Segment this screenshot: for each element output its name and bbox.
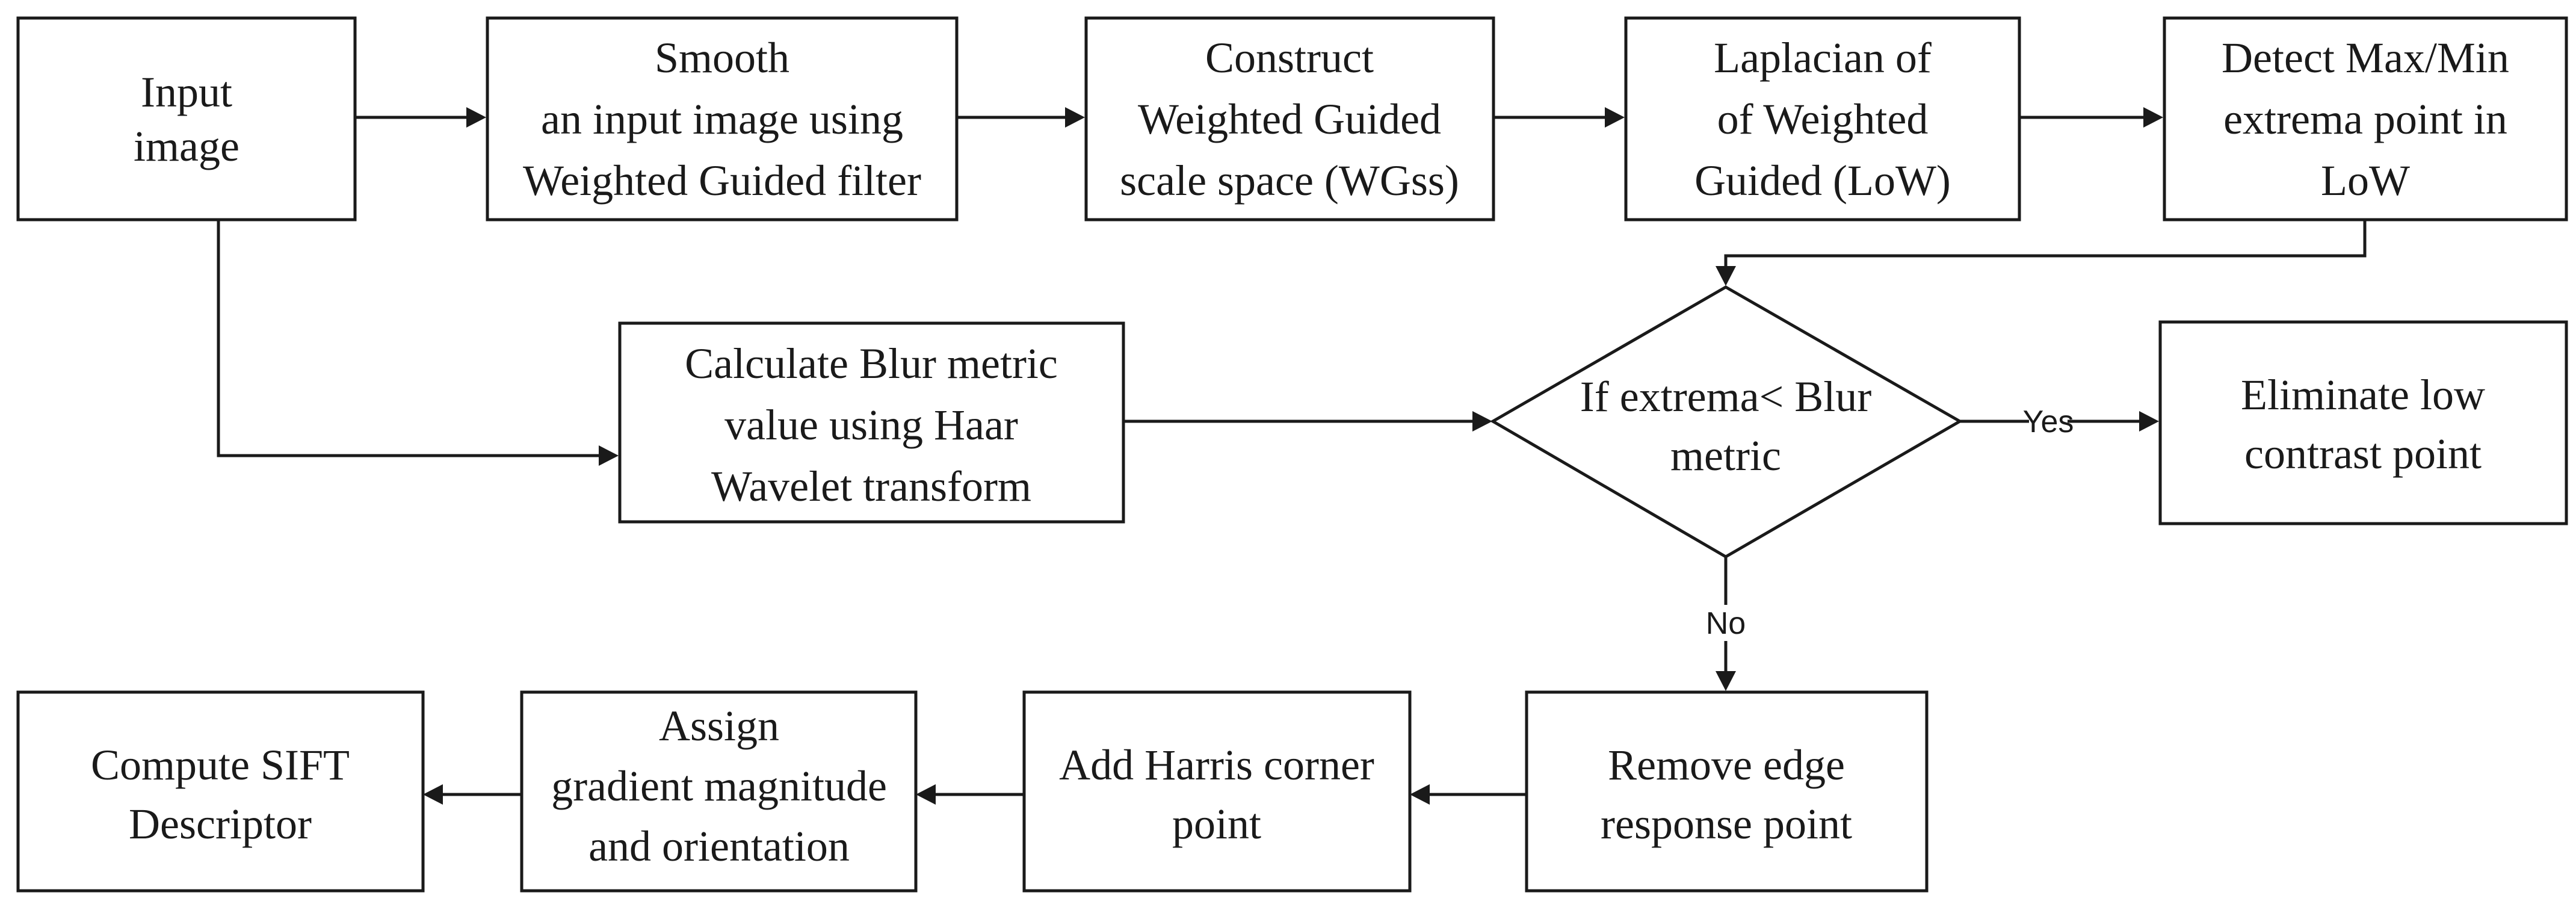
node-smooth-line-3: Weighted Guided filter xyxy=(523,156,921,205)
node-assign-line-1: Assign xyxy=(659,702,779,750)
node-detect-label: Detect Max/Min extrema point in LoW xyxy=(2222,34,2509,205)
node-assign-line-3: and orientation xyxy=(588,822,850,870)
node-harris: Add Harris corner point xyxy=(1022,690,1412,893)
edges xyxy=(217,107,2367,805)
node-remove-label: Remove edge response point xyxy=(1601,741,1852,848)
node-eliminate-line-1: Eliminate low xyxy=(2241,371,2485,419)
node-input-box xyxy=(16,16,357,221)
edge-input-to-blur xyxy=(217,220,601,457)
node-detect-line-2: extrema point in xyxy=(2223,95,2507,143)
node-detect: Detect Max/Min extrema point in LoW xyxy=(2163,16,2568,221)
arrowhead-laplacian-to-detect xyxy=(2143,107,2163,128)
edge-labels: Yes No xyxy=(1706,402,2074,641)
node-construct-line-3: scale space (WGss) xyxy=(1120,156,1459,205)
no-label-bg xyxy=(1708,605,1744,641)
node-input-line-2: image xyxy=(134,122,239,170)
node-smooth-line-2: an input image using xyxy=(541,95,903,143)
node-harris-box xyxy=(1022,690,1412,893)
node-sift-line-2: Descriptor xyxy=(129,800,312,848)
node-remove-box xyxy=(1525,690,1929,893)
node-sift-label: Compute SIFT Descriptor xyxy=(91,741,350,848)
arrowhead-smooth-to-construct xyxy=(1065,107,1085,128)
node-detect-line-3: LoW xyxy=(2321,156,2410,205)
edge-label-yes: Yes xyxy=(2023,404,2074,439)
node-blur-box xyxy=(618,321,1125,524)
node-assign-line-2: gradient magnitude xyxy=(551,762,887,810)
node-decision-line-1: If extrema< Blur xyxy=(1580,373,1871,421)
node-blur-line-2: value using Haar xyxy=(724,401,1018,449)
node-laplacian-box xyxy=(1624,16,2021,221)
node-sift-line-1: Compute SIFT xyxy=(91,741,350,789)
node-assign: Assign gradient magnitude and orientation xyxy=(520,690,918,893)
node-decision-line-2: metric xyxy=(1670,432,1781,480)
node-sift-box xyxy=(16,690,425,893)
node-remove-line-1: Remove edge xyxy=(1608,741,1845,789)
node-assign-box xyxy=(520,690,918,893)
node-laplacian-line-1: Laplacian of xyxy=(1714,34,1932,82)
node-blur-line-1: Calculate Blur metric xyxy=(685,339,1058,388)
node-smooth-box xyxy=(486,16,959,221)
node-remove-line-2: response point xyxy=(1601,800,1852,848)
arrowhead-input-to-smooth xyxy=(466,107,486,128)
node-harris-line-2: point xyxy=(1172,800,1261,848)
arrowhead-construct-to-laplacian xyxy=(1605,107,1625,128)
arrowhead-harris-to-assign xyxy=(916,784,936,805)
node-detect-box xyxy=(2163,16,2568,221)
node-input-label: Input image xyxy=(134,68,239,170)
node-smooth-line-1: Smooth xyxy=(655,34,789,82)
node-remove: Remove edge response point xyxy=(1525,690,1929,893)
node-assign-label: Assign gradient magnitude and orientation xyxy=(551,702,887,870)
node-sift: Compute SIFT Descriptor xyxy=(16,690,425,893)
node-laplacian-line-3: Guided (LoW) xyxy=(1694,156,1951,205)
node-eliminate-label: Eliminate low contrast point xyxy=(2241,371,2485,478)
arrowhead-blur-to-decision xyxy=(1472,411,1492,432)
arrowhead-input-to-blur xyxy=(599,445,619,466)
node-laplacian-line-2: of Weighted xyxy=(1717,95,1929,143)
arrowhead-remove-to-harris xyxy=(1410,784,1430,805)
arrowhead-assign-to-sift xyxy=(423,784,443,805)
node-blur-line-3: Wavelet transform xyxy=(711,462,1031,510)
edge-detect-to-decision xyxy=(1724,220,2367,267)
yes-label-bg xyxy=(2029,402,2068,437)
node-eliminate: Eliminate low contrast point xyxy=(2158,320,2568,525)
arrowhead-decision-to-remove xyxy=(1716,671,1736,691)
node-harris-line-1: Add Harris corner xyxy=(1059,741,1374,789)
node-decision: If extrema< Blur metric xyxy=(1490,285,1963,559)
node-detect-line-1: Detect Max/Min xyxy=(2222,34,2509,82)
node-eliminate-line-2: contrast point xyxy=(2244,430,2482,478)
edge-label-no: No xyxy=(1706,606,1746,641)
node-input-line-1: Input xyxy=(141,68,232,116)
node-decision-label: If extrema< Blur metric xyxy=(1580,373,1871,480)
node-eliminate-box xyxy=(2158,320,2568,525)
node-harris-label: Add Harris corner point xyxy=(1059,741,1374,848)
node-input: Input image xyxy=(16,16,357,221)
arrowhead-decision-to-eliminate xyxy=(2139,411,2159,432)
node-construct-box xyxy=(1084,16,1495,221)
node-construct-line-1: Construct xyxy=(1205,34,1374,82)
arrowhead-detect-to-decision xyxy=(1716,266,1736,286)
node-decision-diamond xyxy=(1490,285,1963,559)
node-construct-line-2: Weighted Guided xyxy=(1138,95,1441,143)
